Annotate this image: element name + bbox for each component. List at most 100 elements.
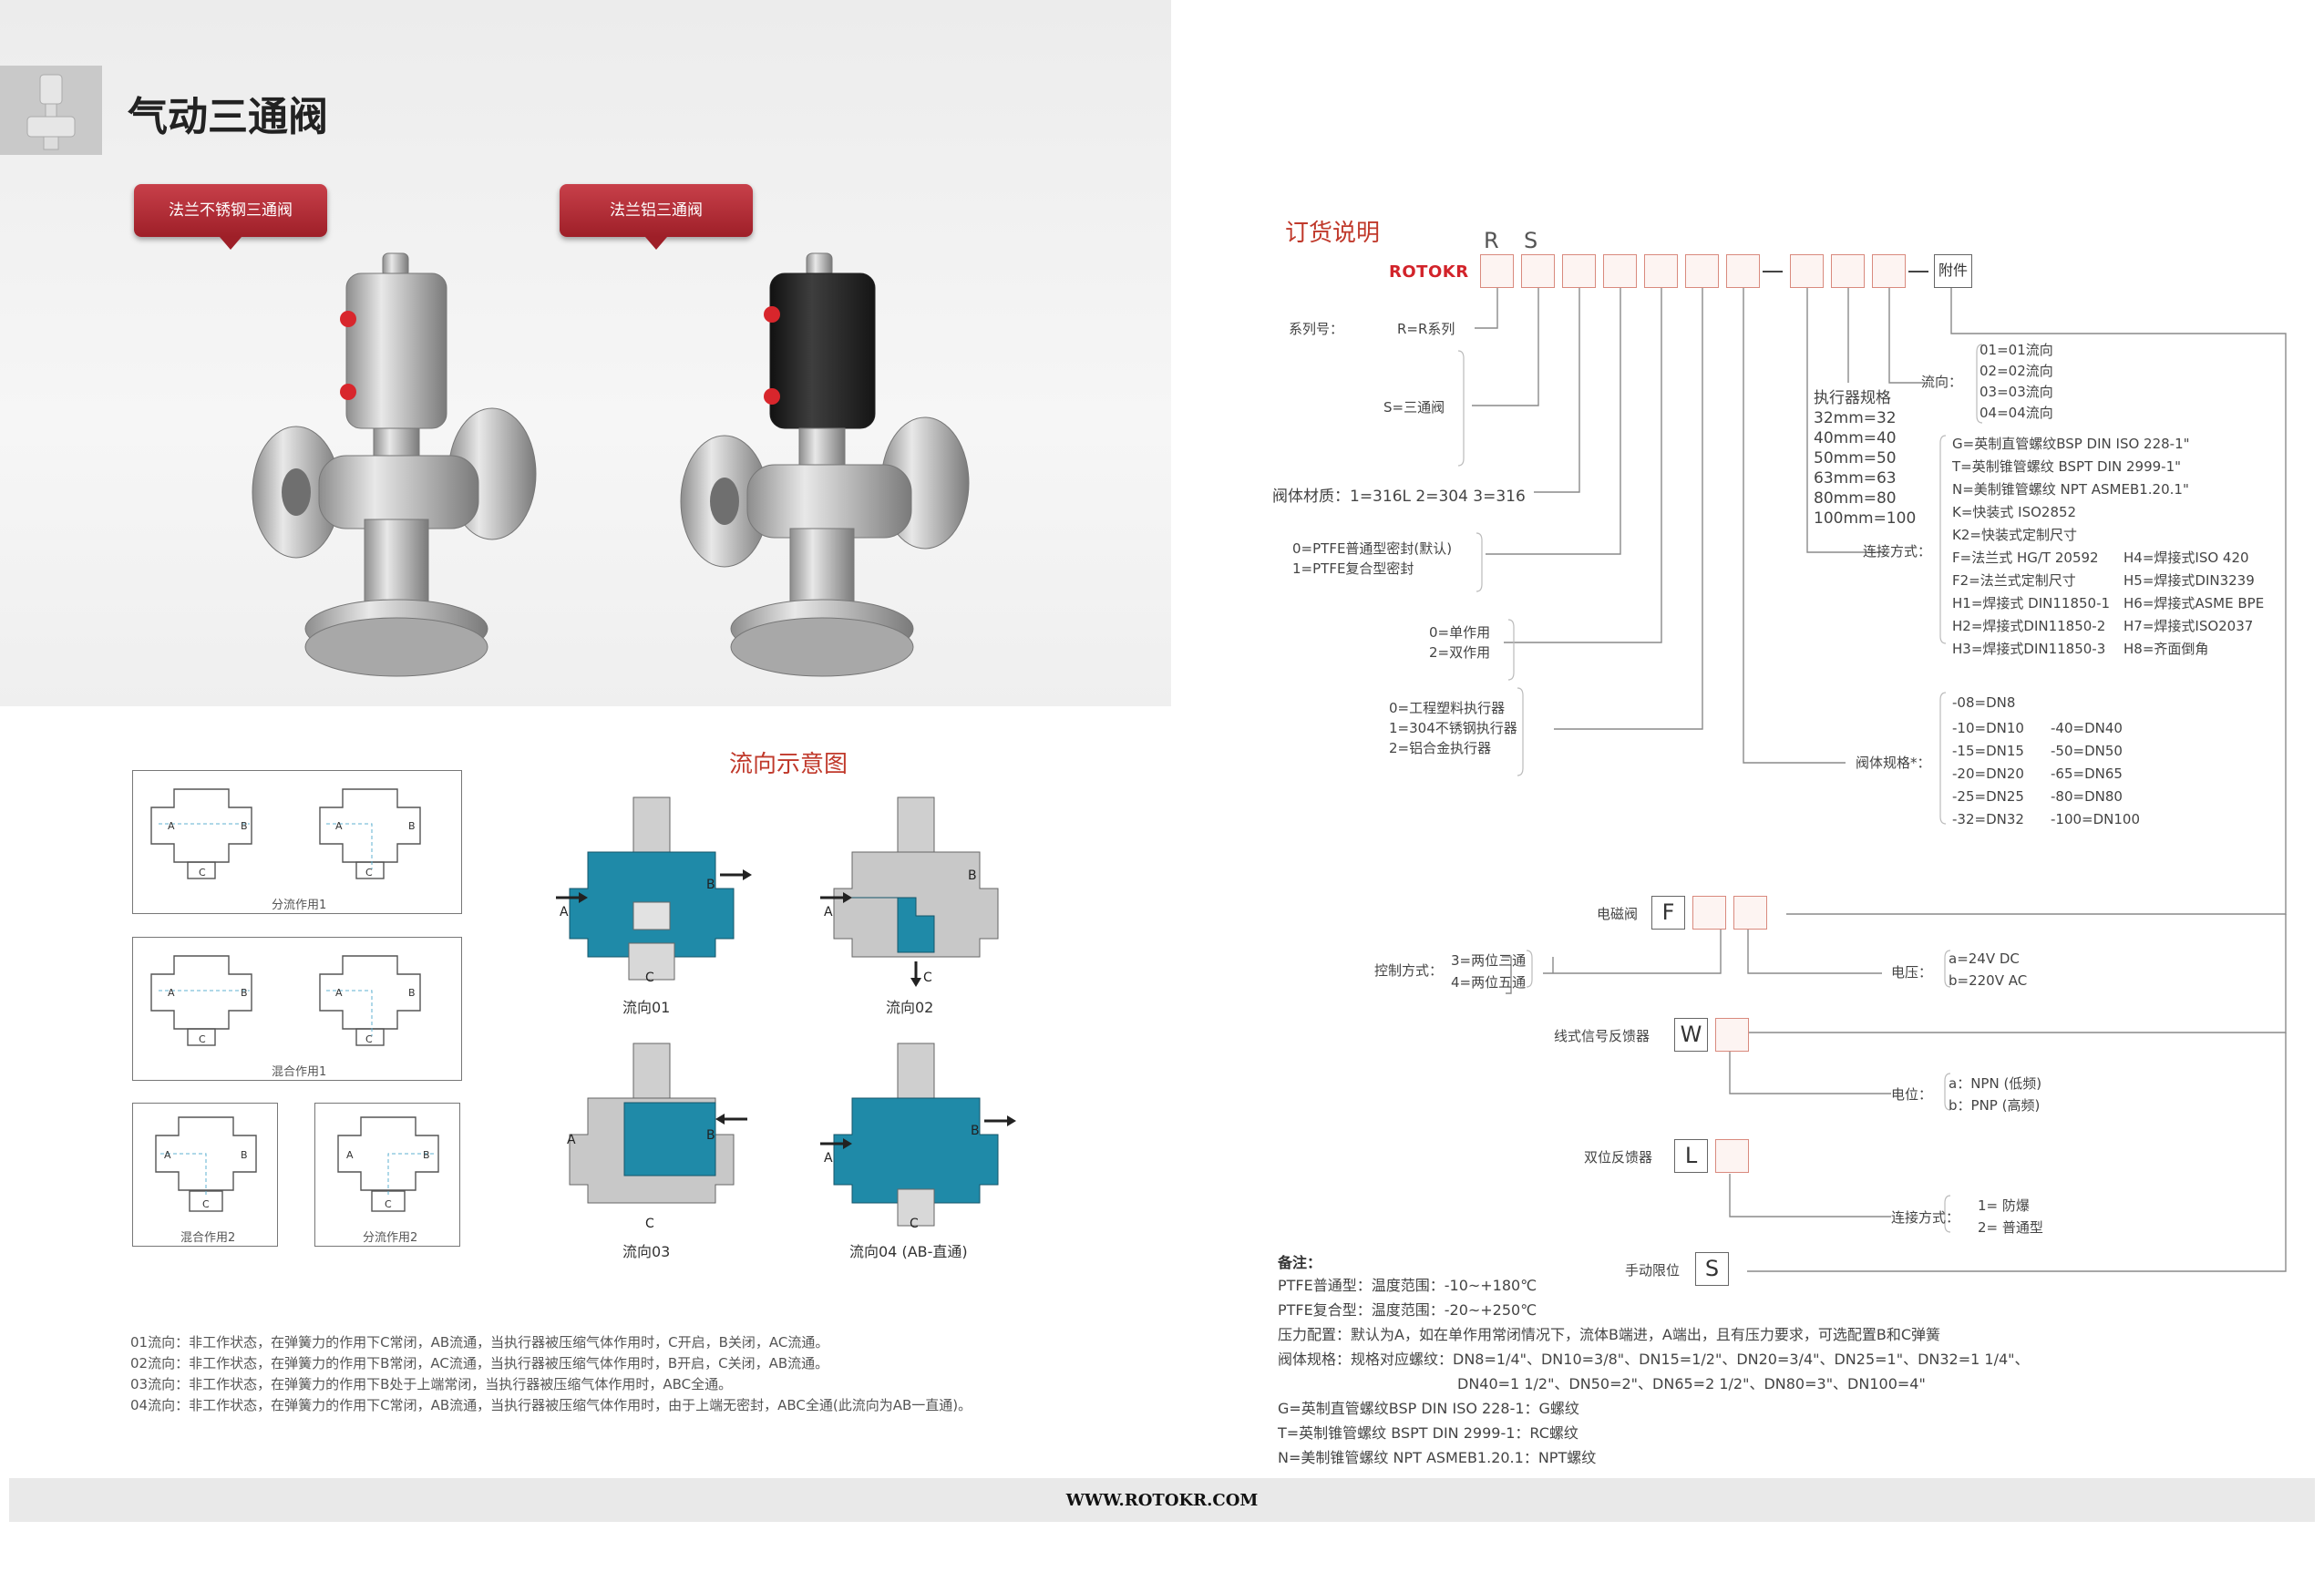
diagram-caption: 分流作用1 [272,899,327,912]
diagram-box-split-2: A B C 分流作用2 [314,1103,460,1247]
control-mode-option: 3=两位三通 [1451,952,1527,969]
flow-note: 04流向：非工作状态，在弹簧力的作用下C常闭，AB流通，当执行器被压缩气体作用时… [130,1397,972,1413]
order-notes: PTFE普通型：温度范围：-10~+180℃ PTFE复合型：温度范围：-20~… [1278,1273,2030,1470]
port-letter: A [335,987,343,999]
code-box-voltage [1733,896,1767,930]
port-letter: A [168,987,175,999]
brand-logo: ROTOKR [1389,262,1469,282]
order-note: PTFE复合型：温度范围：-20~+250℃ [1278,1301,1537,1319]
order-note: N=美制锥管螺纹 NPT ASMEB1.20.1：NPT螺纹 [1278,1449,1597,1466]
actuator-size-item: 100mm=100 [1814,509,1917,528]
stainless-valve-image [252,252,537,677]
voltage-label: 电压： [1891,964,1933,981]
port-letter: A [346,1149,354,1161]
connection-item: T=英制锥管螺纹 BSPT DIN 2999-1" [1952,458,2182,475]
connection-item: H2=焊接式DIN11850-2 [1952,618,2106,634]
port-letter: C [365,867,373,878]
body-size-item: -100=DN100 [2051,811,2141,827]
separator-dash [1763,271,1783,272]
three-way-option: S=三通阀 [1383,399,1445,416]
connection-item: H3=焊接式DIN11850-3 [1952,641,2106,657]
body-size-list-right: -40=DN40 -50=DN50 -65=DN65 -80=DN80 -100… [2051,717,2140,831]
flow-direction-label: 流向： [1921,374,1963,390]
order-note: PTFE普通型：温度范围：-10~+180℃ [1278,1277,1537,1294]
flow-04-cutaway-icon: A B C [820,1043,1016,1231]
code-box-connection [1790,254,1824,288]
footer-url[interactable]: WWW.ROTOKR.COM [1065,1491,1259,1510]
body-size-list-left: -10=DN10 -15=DN15 -20=DN20 -25=DN25 -32=… [1952,717,2024,831]
page-title: 气动三通阀 [128,94,328,140]
port-letter: C [645,1217,654,1231]
code-box-three-way [1521,254,1555,288]
flow-03-cutaway-icon: A B C [567,1043,747,1231]
body-size-item: -20=DN20 [1952,765,2024,782]
body-size-item: -32=DN32 [1952,811,2024,827]
order-note: DN40=1 1/2"、DN50=2"、DN65=2 1/2"、DN80=3"、… [1457,1375,1926,1392]
potential-option: a：NPN (低频) [1949,1075,2042,1092]
flow-notes: 01流向：非工作状态，在弹簧力的作用下C常闭，AB流通，当执行器被压缩气体作用时… [130,1332,972,1416]
control-mode-option: 4=两位五通 [1451,974,1527,991]
port-letter: A [567,1133,576,1147]
port-letter: B [968,868,977,883]
aluminum-valve-image [680,252,970,677]
code-box-material [1562,254,1596,288]
potential-label: 电位： [1891,1086,1933,1103]
code-box-body-size [1726,254,1760,288]
ribbon-arrow [220,237,242,250]
port-letter: B [971,1124,980,1138]
voltage-option: b=220V AC [1949,972,2028,989]
diagram-caption: 分流作用2 [363,1231,418,1245]
code-box-seal [1603,254,1637,288]
actuator-material-0: 0=工程塑料执行器 [1389,700,1506,716]
potential-option: b：PNP (高频) [1949,1097,2041,1114]
prefix-letter-r: R [1484,228,1499,253]
connection-item: H6=焊接式ASME BPE [2123,595,2265,611]
code-box-actuator-material [1685,254,1719,288]
diagram-box-split-1: A B C A B C 分流作用1 [132,770,462,914]
separator-dash [1908,271,1928,272]
connection-item: K2=快装式定制尺寸 [1952,527,2077,543]
port-letter: A [164,1149,171,1161]
linear-feedback-label: 线式信号反馈器 [1554,1028,1650,1044]
connection-item: H7=焊接式ISO2037 [2123,618,2254,634]
port-letter: B [706,878,715,892]
flow-direction-item: 03=03流向 [1980,384,2053,400]
code-box-potential [1715,1018,1749,1052]
flow-caption-04: 流向04 (AB-直通) [849,1243,968,1260]
footer-bar [9,1478,2315,1522]
flow-caption-01: 流向01 [622,999,671,1016]
flow-caption-02: 流向02 [886,999,934,1016]
port-letter: A [168,820,175,832]
solenoid-letter-box: F [1651,896,1685,930]
split-flow-schematic-icon: A B C A B C [150,788,421,879]
mix-flow-schematic-icon: A B C [155,1116,257,1212]
diagram-caption: 混合作用1 [272,1065,327,1079]
order-note: 阀体规格：规格对应螺纹：DN8=1/4"、DN10=3/8"、DN15=1/2"… [1278,1351,2030,1368]
connection-item: H1=焊接式 DIN11850-1 [1952,595,2111,611]
ribbon-arrow [645,237,667,250]
actuator-size-item: 40mm=40 [1814,429,1897,447]
flow-note: 03流向：非工作状态，在弹簧力的作用下B处于上端常闭，当执行器被压缩气体作用时，… [130,1376,733,1392]
diagram-box-mix-2: A B C 混合作用2 [132,1103,278,1247]
code-box-dual-connection [1715,1139,1749,1173]
order-note: G=英制直管螺纹BSP DIN ISO 228-1：G螺纹 [1278,1400,1579,1417]
prefix-letter-s: S [1524,228,1538,253]
product-label-aluminum: 法兰铝三通阀 [560,184,753,250]
series-label: 系列号： [1289,321,1344,337]
seal-option-1: 1=PTFE复合型密封 [1292,560,1414,577]
connection-item: K=快装式 ISO2852 [1952,504,2077,520]
port-letter: A [824,1151,833,1166]
actuator-size-list: 执行器规格 32mm=32 40mm=40 50mm=50 63mm=63 80… [1814,388,1916,529]
port-letter: B [241,1149,248,1161]
code-box-action [1644,254,1678,288]
product-label-stainless: 法兰不锈钢三通阀 [134,184,327,250]
series-value: R=R系列 [1397,321,1455,337]
connection-item: G=英制直管螺纹BSP DIN ISO 228-1" [1952,436,2190,452]
code-box-actuator-size [1831,254,1865,288]
seal-option-0: 0=PTFE普通型密封(默认) [1292,540,1453,557]
linear-feedback-letter-box: W [1674,1018,1708,1052]
action-option-1: 2=双作用 [1429,644,1491,661]
order-title: 订货说明 [1285,220,1381,247]
connection-item: H8=齐面倒角 [2123,641,2209,657]
solenoid-label: 电磁阀 [1597,906,1639,922]
